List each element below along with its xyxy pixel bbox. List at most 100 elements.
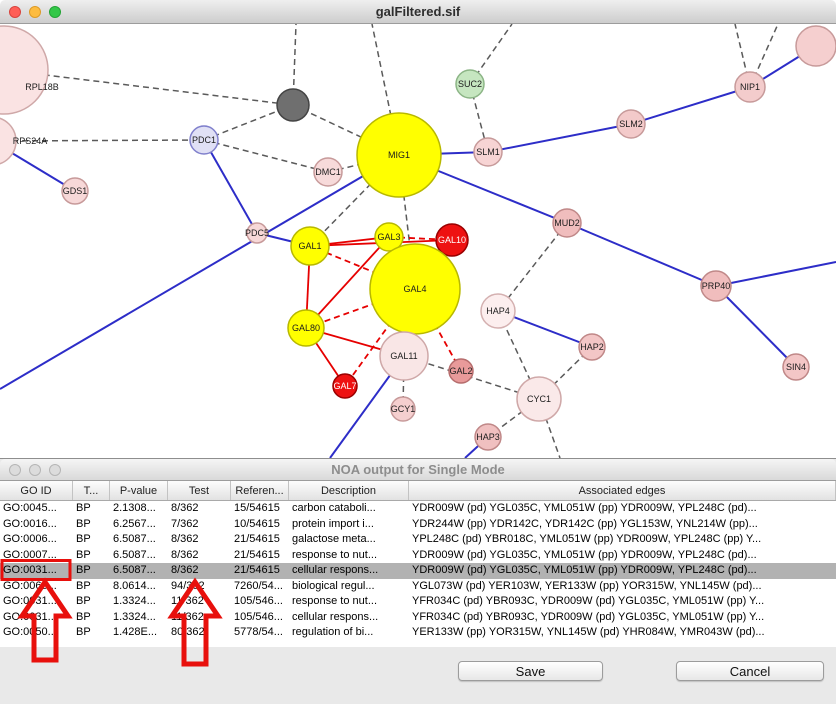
cell[interactable]: BP <box>76 626 91 638</box>
cell[interactable]: YFR034C (pd) YBR093C, YDR009W (pd) YGL03… <box>412 610 765 623</box>
node-gcy1[interactable] <box>390 396 416 422</box>
node-gal80[interactable] <box>287 309 325 347</box>
node-dmc1[interactable] <box>313 157 343 187</box>
zoom-button[interactable] <box>49 463 61 476</box>
cell[interactable]: 1.428E... <box>113 626 158 638</box>
cell[interactable]: 11/362 <box>171 595 204 607</box>
cell[interactable]: 6.5087... <box>113 564 156 576</box>
cell[interactable]: GO:0031... <box>3 610 57 623</box>
node-pdc1[interactable] <box>189 125 219 155</box>
node-sin4[interactable] <box>782 353 810 381</box>
node-gds1[interactable] <box>61 177 89 205</box>
save-button[interactable]: Save <box>458 661 603 681</box>
cell[interactable]: YDR009W (pd) YGL035C, YML051W (pp) YDR00… <box>412 548 757 561</box>
cell[interactable]: BP <box>76 533 91 545</box>
cell[interactable]: 6.5087... <box>113 548 156 561</box>
column-header-test[interactable]: Test <box>168 481 231 500</box>
edge-gal80-gal3[interactable] <box>305 236 390 329</box>
cell[interactable]: BP <box>76 548 91 561</box>
node-slm2[interactable] <box>616 109 646 139</box>
minimize-button[interactable] <box>29 5 41 18</box>
cell[interactable]: carbon cataboli... <box>292 502 376 514</box>
edge-slm2-nip1[interactable] <box>630 86 751 125</box>
node-prp40[interactable] <box>700 270 732 302</box>
node-gal2[interactable] <box>448 358 474 384</box>
cell[interactable]: galactose meta... <box>292 533 376 545</box>
edge-rpl18b-unnamed[interactable] <box>3 69 294 106</box>
cell[interactable]: YDR244W (pp) YDR142C, YDR142C (pp) YGL15… <box>412 517 758 530</box>
cell[interactable]: 8.0614... <box>113 579 156 592</box>
node-gal3[interactable] <box>374 222 404 252</box>
network-svg[interactable]: RPL18BRPS24AGDS1PDC1DMC1MIG1SUC2SLM1SLM2… <box>0 24 836 458</box>
cell[interactable]: BP <box>76 564 91 576</box>
edge-slm1-slm2[interactable] <box>487 123 632 153</box>
column-header-type[interactable]: T... <box>73 481 110 500</box>
cell[interactable]: YER133W (pp) YOR315W, YNL145W (pd) YHR08… <box>412 626 765 638</box>
cell[interactable]: YDR009W (pd) YGL035C, YML051W (pp) YDR00… <box>412 502 757 514</box>
node-corner[interactable] <box>795 25 836 67</box>
cell[interactable]: 10/54615 <box>234 517 280 530</box>
cell[interactable]: YDR009W (pd) YGL035C, YML051W (pp) YDR00… <box>412 564 757 576</box>
close-button[interactable] <box>9 463 21 476</box>
node-slm1[interactable] <box>473 137 503 167</box>
node-rpl18b[interactable] <box>0 25 49 115</box>
cell[interactable]: 8/362 <box>171 533 199 545</box>
cancel-button[interactable]: Cancel <box>676 661 824 681</box>
cell[interactable]: 105/546... <box>234 595 283 607</box>
node-hap2[interactable] <box>578 333 606 361</box>
cell[interactable]: 80/362 <box>171 626 205 638</box>
node-rps24a[interactable] <box>0 117 17 165</box>
node-mud2[interactable] <box>552 208 582 238</box>
cell[interactable]: BP <box>76 502 91 514</box>
close-button[interactable] <box>9 5 21 18</box>
cell[interactable]: GO:0007... <box>3 548 57 561</box>
cell[interactable]: 7260/54... <box>234 579 283 592</box>
column-header-go-id[interactable]: GO ID <box>0 481 73 500</box>
node-hap3[interactable] <box>474 423 502 451</box>
edge-prp40-sin4[interactable] <box>715 285 797 368</box>
cell[interactable]: 11/362 <box>171 610 204 623</box>
column-header-p-value[interactable]: P-value <box>110 481 168 500</box>
cell[interactable]: 1.3324... <box>113 595 156 607</box>
cell[interactable]: YFR034C (pd) YBR093C, YDR009W (pd) YGL03… <box>412 595 765 607</box>
edge-pdc1-unnamed[interactable] <box>203 104 294 141</box>
cell[interactable]: 15/54615 <box>234 502 280 514</box>
cell[interactable]: 21/54615 <box>234 548 280 561</box>
cell[interactable]: regulation of bi... <box>292 626 374 638</box>
cell[interactable]: biological regul... <box>292 579 375 592</box>
column-header-associated-edges[interactable]: Associated edges <box>409 481 836 500</box>
node-nip1[interactable] <box>734 71 766 103</box>
node-gal1[interactable] <box>290 226 330 266</box>
noa-window-titlebar[interactable]: NOA output for Single Mode <box>0 459 836 481</box>
cell[interactable]: GO:0045... <box>3 502 57 514</box>
cell[interactable]: 21/54615 <box>234 533 280 545</box>
node-cyc1[interactable] <box>516 376 562 422</box>
cell[interactable]: 21/54615 <box>234 564 280 576</box>
edge-mud2-hap4[interactable] <box>497 222 568 312</box>
graph-window-titlebar[interactable]: galFiltered.sif <box>0 0 836 24</box>
edge-rps24a-pdc1[interactable] <box>0 139 205 142</box>
cell[interactable]: 7/362 <box>171 517 199 530</box>
node-pdc5[interactable] <box>246 222 268 244</box>
column-header-reference[interactable]: Referen... <box>231 481 289 500</box>
cell[interactable]: GO:0016... <box>3 517 57 530</box>
cell[interactable]: 6.2567... <box>113 517 156 530</box>
cell[interactable]: GO:0031... <box>3 564 57 576</box>
cell[interactable]: 1.3324... <box>113 610 156 623</box>
cell[interactable]: 94/362 <box>171 579 205 592</box>
cell[interactable]: BP <box>76 595 91 607</box>
cell[interactable]: response to nut... <box>292 595 377 607</box>
cell[interactable]: BP <box>76 579 91 592</box>
edge-mud2-prp40[interactable] <box>566 222 717 287</box>
cell[interactable]: 6.5087... <box>113 533 156 545</box>
node-unnamed[interactable] <box>276 88 310 122</box>
